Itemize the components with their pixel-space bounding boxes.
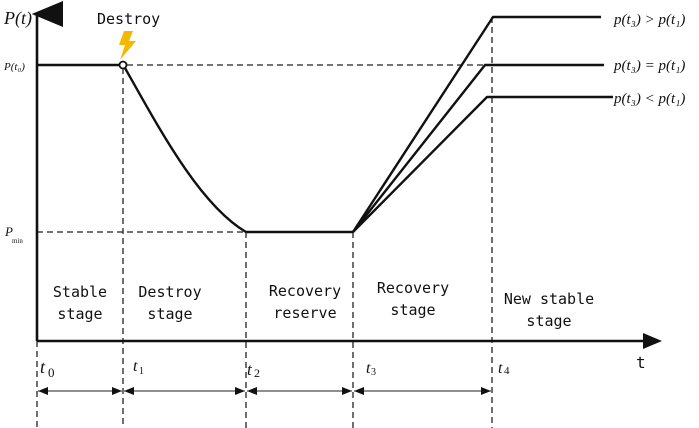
stage-stable: Stable stage [53,283,107,323]
svg-text:1: 1 [139,366,144,377]
x-axis-label: t [636,353,646,372]
p-min-label: P min [4,224,23,245]
svg-text:Destroy: Destroy [138,283,201,301]
svg-text:New stable: New stable [504,290,594,308]
t1-label: t 1 [133,358,144,377]
stage-new-stable: New stable stage [504,290,594,330]
recovery-greater [351,15,601,233]
svg-text:stage: stage [390,301,435,319]
t0-label: t 0 [40,357,55,380]
performance-curve [37,15,613,234]
svg-text:0: 0 [48,365,55,380]
svg-text:3: 3 [371,367,376,378]
svg-text:t: t [498,360,503,377]
x-axis-arrow-icon [643,333,662,349]
svg-text:Stable: Stable [53,283,107,301]
recovery-equal [352,63,604,233]
svg-text:4: 4 [504,365,510,377]
svg-text:P: P [4,224,13,239]
svg-text:2: 2 [254,366,260,380]
t4-label: t 4 [498,360,510,377]
outcome-less-label: p(t₃) < p(t₁) [613,91,685,107]
svg-text:Recovery: Recovery [377,279,449,297]
svg-text:t: t [366,360,371,377]
svg-text:t: t [247,360,253,379]
svg-text:t: t [40,357,46,377]
svg-text:stage: stage [526,312,571,330]
outcome-equal-label: p(t₃) = p(t₁) [613,58,685,74]
destroy-label: Destroy [97,10,160,28]
stage-destroy: Destroy stage [138,283,201,323]
destroy-point [118,60,128,70]
stage-recovery: Recovery stage [377,279,449,319]
destroy-segment [123,67,247,234]
svg-text:min: min [12,237,23,245]
lightning-bolt-icon [119,31,136,60]
svg-text:stage: stage [147,305,192,323]
svg-text:Recovery: Recovery [269,282,341,300]
recovery-less [352,95,613,233]
t3-label: t 3 [366,360,376,378]
svg-text:reserve: reserve [273,304,336,322]
guide-lines [36,17,493,428]
svg-text:stage: stage [57,305,102,323]
outcome-greater-label: p(t₃) > p(t₁) [613,12,685,28]
svg-text:t: t [133,358,138,375]
t2-label: t 2 [247,360,260,380]
y-axis-label: P(t) [3,8,32,29]
p-t0-label: P(t₀) [3,61,25,73]
stage-recovery-reserve: Recovery reserve [269,282,341,322]
